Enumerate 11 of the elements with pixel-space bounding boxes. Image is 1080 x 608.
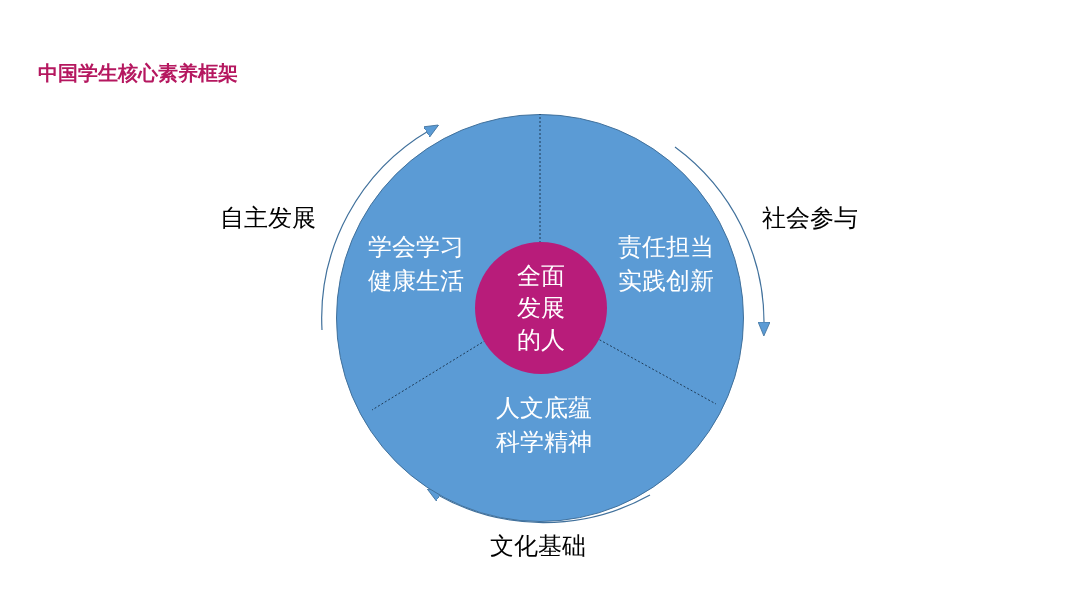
title: 中国学生核心素养框架 <box>38 60 238 87</box>
sector-text: 人文底蕴 <box>495 393 593 424</box>
sector-text: 学会学习 <box>367 232 465 263</box>
dimension-label: 社会参与 <box>762 203 858 234</box>
sector-text: 健康生活 <box>367 266 465 297</box>
sector-text: 责任担当 <box>617 232 715 263</box>
dimension-label: 自主发展 <box>220 203 316 234</box>
core-text: 全面发展的人 <box>516 261 566 356</box>
sector-text: 科学精神 <box>495 427 593 458</box>
dimension-label: 文化基础 <box>490 531 586 562</box>
sector-text: 实践创新 <box>617 266 715 297</box>
